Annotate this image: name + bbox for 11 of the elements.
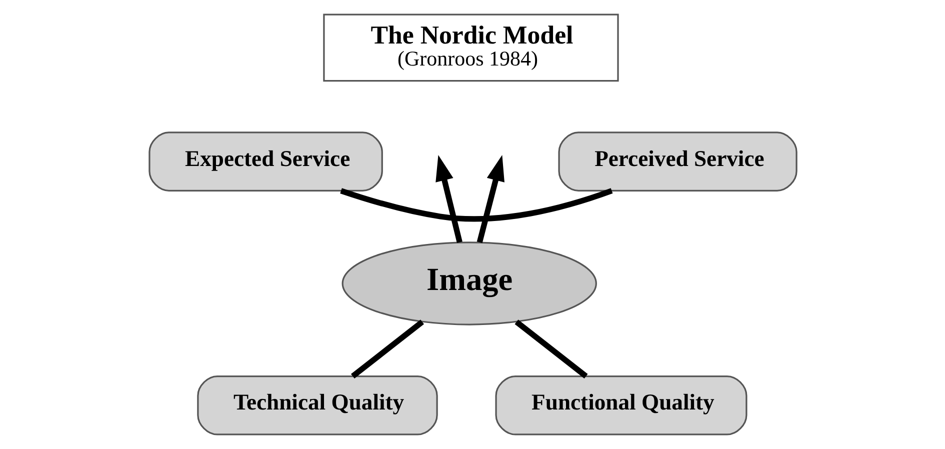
node-box: Technical Quality [196, 376, 438, 436]
node-box: Functional Quality [494, 376, 747, 436]
connector [350, 320, 424, 378]
node-box: The Nordic Model (Gronroos 1984) [322, 14, 618, 82]
arrow [435, 155, 462, 243]
connector [514, 320, 588, 378]
node-box: Perceived Service [558, 132, 797, 192]
arrow [476, 155, 504, 244]
node-ellipse: Image [341, 242, 596, 326]
node-box: Expected Service [148, 132, 382, 192]
connector [340, 188, 612, 222]
